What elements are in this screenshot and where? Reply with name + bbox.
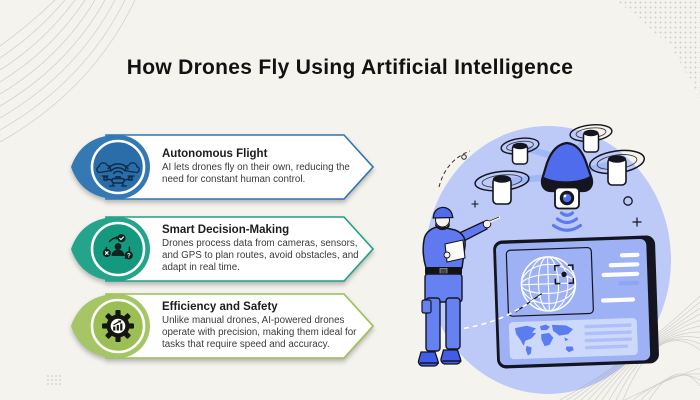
subpanel-text-lines <box>584 323 633 350</box>
feature-title: Smart Decision-Making <box>162 223 290 236</box>
drone <box>474 124 646 232</box>
page-title: How Drones Fly Using Artificial Intellig… <box>126 56 574 80</box>
drone-camera <box>554 186 580 210</box>
operator-person <box>417 206 501 367</box>
drone-body-rim <box>542 176 592 191</box>
feature-card-autonomous-flight: Autonomous Flight AI lets drones fly on … <box>68 132 380 202</box>
drone-signal-icon <box>96 162 140 187</box>
feature-card-efficiency-and-safety: Efficiency and Safety Unlike manual dron… <box>68 291 380 361</box>
signal-ripples-icon <box>551 211 583 232</box>
feature-title: Efficiency and Safety <box>162 300 278 313</box>
feature-description: AI lets drones fly on their own, reducin… <box>162 161 350 185</box>
decision-cycle-icon: ? <box>102 234 133 260</box>
drone-illustration <box>417 124 700 400</box>
banner-arrow-shape <box>71 134 375 200</box>
world-map <box>514 324 574 356</box>
banner-arrow-shape <box>71 293 375 359</box>
gear-chart-icon <box>102 310 134 342</box>
panel-text-lines <box>600 252 640 303</box>
sparkle-decorations <box>438 150 642 227</box>
dashed-connector <box>454 294 542 331</box>
feature-title: Autonomous Flight <box>162 147 268 160</box>
feature-description: Unlike manual drones, AI-powered drones … <box>162 314 357 351</box>
svg-text:?: ? <box>127 253 131 259</box>
halftone-decoration-top-right <box>616 0 700 98</box>
control-panel <box>493 235 659 369</box>
globe-display <box>520 256 577 312</box>
banner-arrow-shape: ? <box>71 216 375 282</box>
feature-description: Drones process data from cameras, sensor… <box>162 237 359 274</box>
feature-card-smart-decision-making: ? Smart Decision-Making Drones process d… <box>68 214 380 284</box>
dots-decoration-bottom-left <box>46 374 62 386</box>
target-bracket-icon <box>554 264 575 285</box>
drone-motors <box>492 129 627 205</box>
